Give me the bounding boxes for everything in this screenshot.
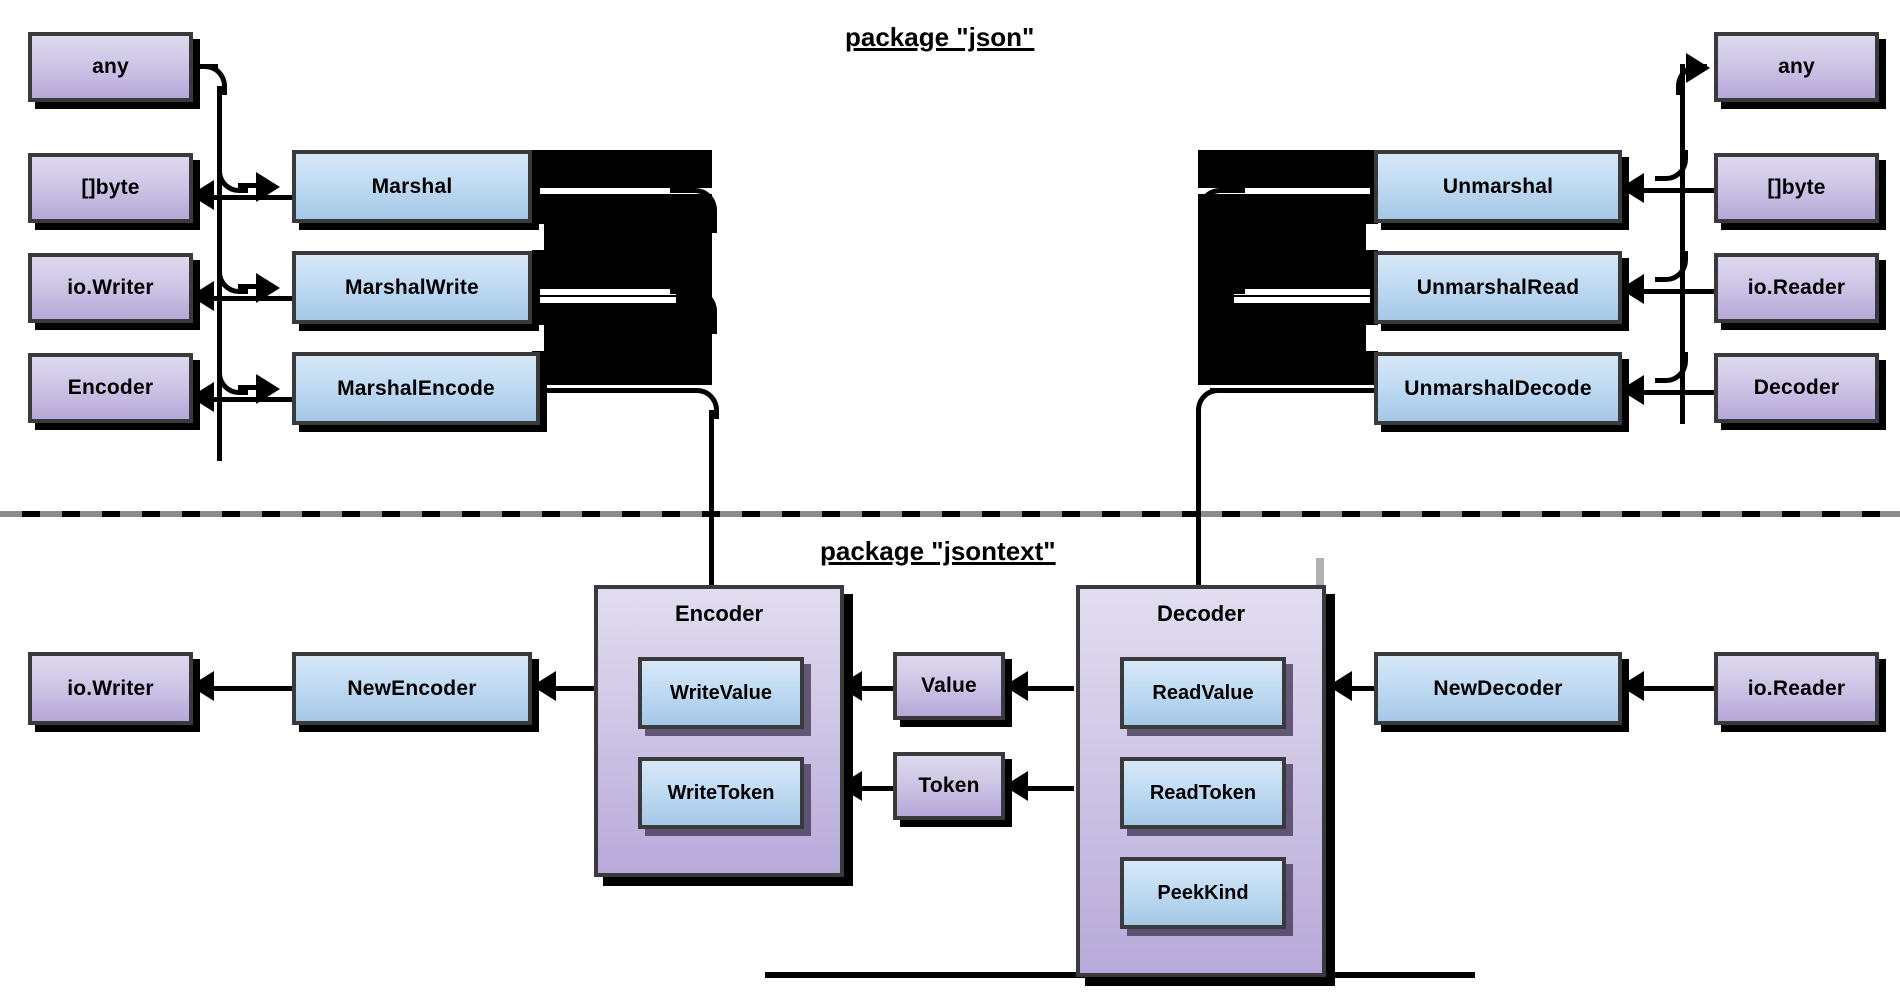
- type-box-iowriter-bottom[interactable]: io.Writer: [28, 652, 193, 725]
- connector-bus-to-marshal-h: [238, 183, 258, 188]
- connector-marshal-to-bytes: [200, 195, 295, 200]
- arrowhead-into-token: [1004, 771, 1028, 801]
- container-encoder-title: Encoder: [674, 601, 764, 626]
- arrowhead-into-marshalencode: [256, 374, 280, 404]
- connector-bus-hook-unmarshaldecode: [1655, 352, 1688, 383]
- connector-mass-marshal: [532, 150, 712, 385]
- connector-bytes-right-in: [1628, 188, 1718, 193]
- connector-bus-to-marshalwrite: [217, 265, 248, 294]
- package-heading-jsontext: package "jsontext": [820, 536, 1056, 566]
- connector-marshalencode-down-h: [536, 388, 696, 393]
- func-box-marshalwrite[interactable]: MarshalWrite: [292, 251, 532, 324]
- arrowhead-into-value: [1004, 671, 1028, 701]
- method-box-peekkind[interactable]: PeekKind: [1120, 857, 1286, 929]
- connector-mass-unmarshal: [1198, 150, 1378, 385]
- connector-newencoder-to-iowriter: [200, 686, 295, 691]
- container-encoder[interactable]: Encoder WriteValue WriteToken: [594, 585, 844, 877]
- arrowhead-into-marshal: [256, 172, 280, 202]
- connector-decoder-right-in: [1628, 390, 1718, 395]
- package-heading-json: package "json": [845, 22, 1035, 52]
- func-box-unmarshaldecode[interactable]: UnmarshalDecode: [1374, 352, 1622, 425]
- type-box-iowriter-left[interactable]: io.Writer: [28, 253, 193, 323]
- type-box-token[interactable]: Token: [893, 752, 1005, 820]
- arrowhead-into-newdecoder: [1620, 671, 1644, 701]
- decoder-container-tick: [1316, 558, 1324, 594]
- connector-bus-hook-unmarshalread: [1655, 251, 1688, 282]
- type-box-bytes-right[interactable]: []byte: [1714, 153, 1879, 223]
- func-box-newdecoder[interactable]: NewDecoder: [1374, 652, 1622, 725]
- connector-mass-gap-1: [540, 188, 712, 194]
- connector-value-to-writevalue: [846, 686, 898, 691]
- method-box-writevalue[interactable]: WriteValue: [638, 657, 804, 729]
- type-box-ioreader-right[interactable]: io.Reader: [1714, 253, 1879, 323]
- arrowhead-into-decoder-container: [1328, 671, 1352, 701]
- connector-mass-gap-2: [540, 289, 676, 295]
- connector-marshalwrite-to-iowriter: [200, 296, 295, 301]
- container-decoder[interactable]: Decoder ReadValue ReadToken PeekKind: [1076, 585, 1326, 977]
- type-box-encoder-left[interactable]: Encoder: [28, 353, 193, 423]
- connector-mass-r-curve-mid: [1198, 289, 1245, 334]
- connector-mass-r-curve-top: [1198, 188, 1245, 233]
- connector-mass-r-notch-b: [1366, 325, 1378, 351]
- type-box-any-right[interactable]: any: [1714, 32, 1879, 102]
- connector-mass-curve-top: [670, 188, 717, 233]
- connector-readtoken-to-token: [1012, 786, 1074, 791]
- connector-ioreader-right-in: [1628, 289, 1718, 294]
- arrowhead-into-bytes-left: [190, 180, 214, 210]
- arrowhead-into-iowriter-bottom: [190, 671, 214, 701]
- connector-mass-curve-mid: [670, 289, 717, 334]
- arrowhead-into-newencoder: [532, 671, 556, 701]
- func-box-newencoder[interactable]: NewEncoder: [292, 652, 532, 725]
- arrowhead-into-marshalwrite: [256, 273, 280, 303]
- connector-any-left-elbow: [196, 64, 227, 95]
- connector-bus-hook-unmarshal: [1655, 150, 1688, 181]
- type-box-decoder-right[interactable]: Decoder: [1714, 353, 1879, 423]
- connector-unmarshaldecode-drop: [1196, 410, 1201, 585]
- package-separator: [0, 511, 1900, 517]
- connector-mass-r-notch-a: [1366, 224, 1378, 250]
- connector-bus-to-marshalwrite-h: [238, 284, 258, 289]
- type-box-ioreader-bottom[interactable]: io.Reader: [1714, 652, 1879, 725]
- arrowhead-into-unmarshaldecode: [1620, 375, 1644, 405]
- func-box-marshal[interactable]: Marshal: [292, 150, 532, 223]
- connector-mass-notch-b: [532, 325, 544, 351]
- arrowhead-into-encoder-left: [190, 382, 214, 412]
- connector-bus-to-marshal: [217, 164, 248, 193]
- connector-unmarshaldecode-down-h: [1210, 388, 1374, 393]
- type-box-any-left[interactable]: any: [28, 32, 193, 102]
- connector-unmarshaldecode-elbow: [1196, 388, 1227, 419]
- connector-marshalencode-elbow: [688, 388, 719, 419]
- connector-any-right-bus: [1680, 64, 1685, 424]
- arrowhead-into-any-right: [1686, 53, 1710, 83]
- type-box-value[interactable]: Value: [893, 652, 1005, 720]
- connector-encoder-to-newencoder: [540, 686, 600, 691]
- connector-mass-gap-3: [540, 297, 676, 303]
- connector-mass-notch-a: [532, 224, 544, 250]
- func-box-unmarshalread[interactable]: UnmarshalRead: [1374, 251, 1622, 324]
- arrowhead-into-iowriter-left: [190, 281, 214, 311]
- container-decoder-title: Decoder: [1156, 601, 1246, 626]
- method-box-readtoken[interactable]: ReadToken: [1120, 757, 1286, 829]
- arrowhead-into-unmarshalread: [1620, 274, 1644, 304]
- connector-token-to-writetoken: [846, 786, 898, 791]
- connector-mass-r-gap-2: [1234, 289, 1370, 295]
- connector-readvalue-to-value: [1012, 686, 1074, 691]
- method-box-readvalue[interactable]: ReadValue: [1120, 657, 1286, 729]
- connector-mass-r-gap-3: [1234, 297, 1370, 303]
- connector-bus-to-marshalencode: [217, 366, 248, 395]
- connector-ioreader-to-newdecoder: [1628, 686, 1720, 691]
- connector-mass-r-gap-1: [1198, 188, 1370, 194]
- func-box-marshalencode[interactable]: MarshalEncode: [292, 352, 540, 425]
- method-box-writetoken[interactable]: WriteToken: [638, 757, 804, 829]
- connector-bus-to-marshalencode-h: [238, 385, 258, 390]
- arrowhead-into-unmarshal: [1620, 173, 1644, 203]
- type-box-bytes-left[interactable]: []byte: [28, 153, 193, 223]
- func-box-unmarshal[interactable]: Unmarshal: [1374, 150, 1622, 223]
- connector-newdecoder-to-decoder: [1336, 686, 1380, 691]
- connector-marshalencode-to-encoder: [200, 397, 295, 402]
- connector-marshalencode-drop: [709, 410, 714, 585]
